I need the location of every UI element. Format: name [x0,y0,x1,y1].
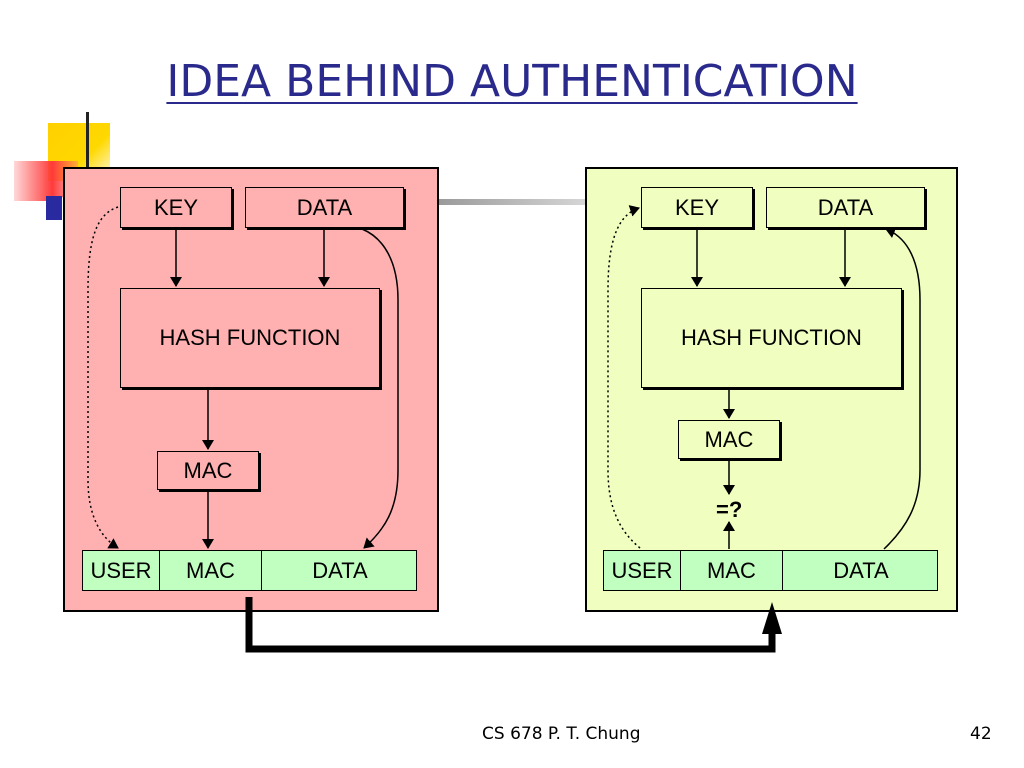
receiver-mac-label: MAC [704,426,754,452]
sender-key-box: KEY [120,187,232,228]
receiver-packet-mac: MAC [680,551,782,590]
receiver-panel [585,167,958,612]
receiver-packet-user: USER [611,557,673,583]
sender-packet-data: DATA [261,551,418,590]
decor-blue-square [46,196,62,220]
sender-packet-mac: MAC [159,551,261,590]
decor-gray-rule [438,199,586,205]
sender-hash-label: HASH FUNCTION [159,325,341,350]
receiver-key-label: KEY [674,194,720,220]
sender-hash-box: HASH FUNCTION [120,288,380,388]
receiver-packet-data: DATA [782,551,939,590]
sender-panel [63,167,439,612]
receiver-hash-box: HASH FUNCTION [641,288,902,388]
receiver-mac-box: MAC [678,420,780,459]
sender-mac-box: MAC [157,451,259,490]
sender-packet-user: USER [90,557,152,583]
sender-packet: USER MAC DATA [82,550,417,591]
sender-data-label: DATA [296,194,353,220]
sender-mac-label: MAC [183,457,233,483]
sender-data-box: DATA [245,187,404,228]
receiver-data-box: DATA [766,187,925,228]
receiver-data-label: DATA [817,194,874,220]
receiver-hash-label: HASH FUNCTION [681,325,862,350]
receiver-packet: USER MAC DATA [603,550,938,591]
footer-page-number: 42 [970,724,992,744]
slide-title: IDEA BEHIND AUTHENTICATION [166,56,858,107]
footer-course: CS 678 P. T. Chung [482,724,641,744]
decor-vertical-line [86,112,89,172]
receiver-key-box: KEY [641,187,753,228]
compare-label: =? [716,497,743,522]
sender-key-label: KEY [153,194,199,220]
